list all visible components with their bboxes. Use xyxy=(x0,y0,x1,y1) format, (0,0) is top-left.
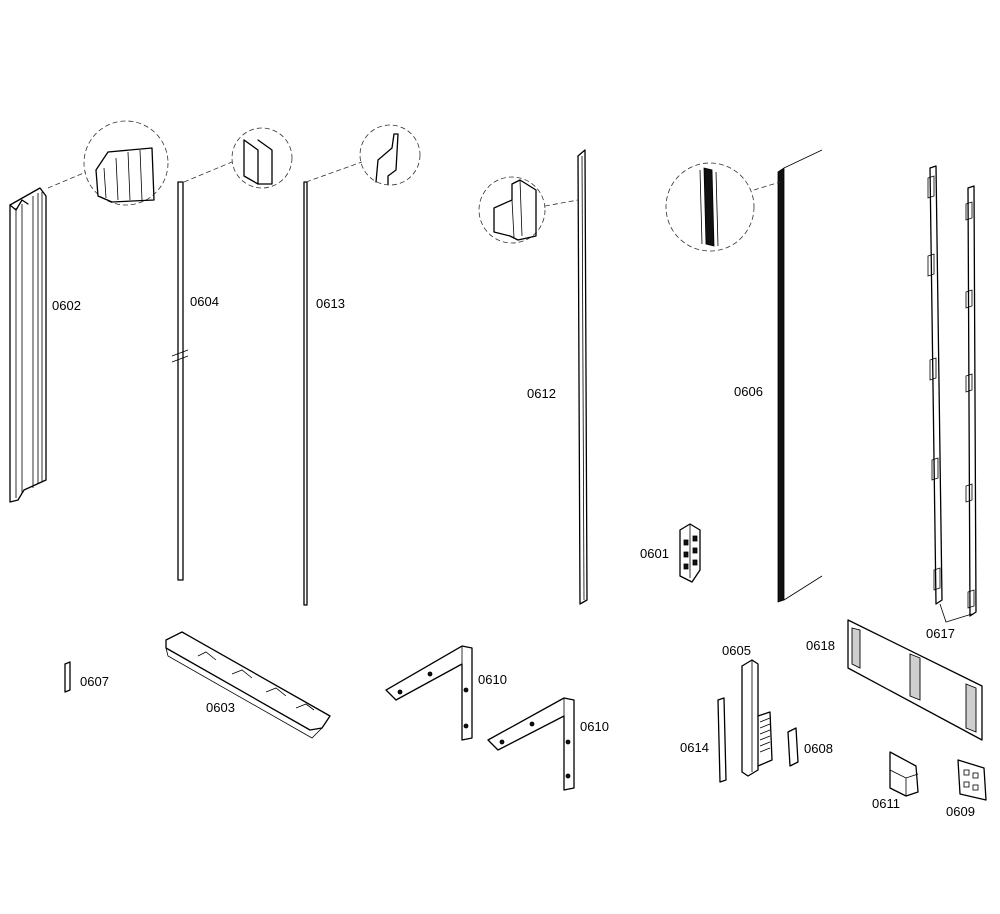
part-0617-rail-left[interactable] xyxy=(927,165,943,605)
label-0609: 0609 xyxy=(946,804,975,819)
label-0610-a: 0610 xyxy=(478,672,507,687)
label-0602: 0602 xyxy=(52,298,81,313)
label-0604: 0604 xyxy=(190,294,219,309)
label-0613: 0613 xyxy=(316,296,345,311)
part-0611-clip[interactable] xyxy=(889,751,919,797)
part-0617-rail-right[interactable] xyxy=(965,185,977,617)
part-0606-panel[interactable] xyxy=(777,149,823,603)
detail-callout-0604 xyxy=(183,127,293,189)
part-0601-bracket[interactable] xyxy=(679,523,701,583)
part-0610-bracket-b[interactable] xyxy=(487,697,575,791)
detail-callout-0613 xyxy=(305,124,421,186)
label-0608: 0608 xyxy=(804,741,833,756)
detail-callout-0602 xyxy=(47,120,169,206)
part-0614-bar[interactable] xyxy=(717,697,727,783)
part-0604-strip[interactable] xyxy=(171,181,189,581)
part-0618-panel[interactable] xyxy=(847,619,983,741)
part-0605-bracket[interactable] xyxy=(741,659,773,777)
label-0606: 0606 xyxy=(734,384,763,399)
label-0617: 0617 xyxy=(926,626,955,641)
part-0602-channel-profile[interactable] xyxy=(9,187,47,503)
part-0603-tray[interactable] xyxy=(165,631,331,739)
label-0601: 0601 xyxy=(640,546,669,561)
leader-0617 xyxy=(939,603,973,623)
label-0607: 0607 xyxy=(80,674,109,689)
part-0609-plate[interactable] xyxy=(957,759,987,801)
label-0610-b: 0610 xyxy=(580,719,609,734)
label-0611: 0611 xyxy=(872,796,900,811)
detail-callout-0612 xyxy=(478,176,579,244)
label-0612: 0612 xyxy=(527,386,556,401)
detail-callout-0606 xyxy=(665,162,781,252)
part-0610-bracket-a[interactable] xyxy=(385,645,473,741)
label-0605: 0605 xyxy=(722,643,751,658)
label-0603: 0603 xyxy=(206,700,235,715)
part-0608-block[interactable] xyxy=(787,727,799,767)
part-0607-pin[interactable] xyxy=(64,661,71,693)
part-0612-strip[interactable] xyxy=(577,149,588,605)
label-0618: 0618 xyxy=(806,638,835,653)
part-0613-strip[interactable] xyxy=(303,181,308,606)
label-0614: 0614 xyxy=(680,740,709,755)
